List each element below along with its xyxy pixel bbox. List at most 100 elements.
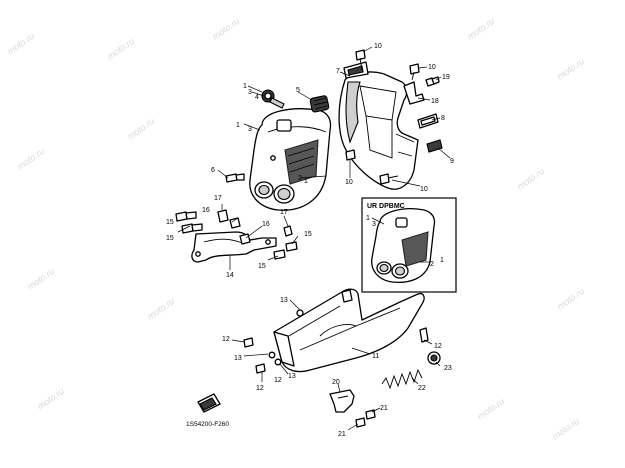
callout-21: 21 <box>380 405 388 412</box>
bracket-part-18 <box>403 81 425 105</box>
callout-2: 2 <box>298 175 302 182</box>
callout-10: 10 <box>374 43 382 50</box>
bolt-part-6 <box>225 173 245 183</box>
callout-19: 19 <box>442 74 450 81</box>
watermark-text: moto.ru <box>25 266 56 292</box>
watermark-text: moto.ru <box>555 56 586 82</box>
callout-2: 2 <box>430 261 434 268</box>
bolt-part-19 <box>425 76 440 87</box>
callout-17: 17 <box>280 209 288 216</box>
callout-21: 21 <box>338 431 346 438</box>
callout-15: 15 <box>166 235 174 242</box>
callout-10: 10 <box>420 186 428 193</box>
watermark-text: moto.ru <box>515 166 546 192</box>
callout-12: 12 <box>434 343 442 350</box>
watermark-text: moto.ru <box>555 286 586 312</box>
watermark-text: moto.ru <box>5 31 36 57</box>
callout-3: 3 <box>372 221 376 228</box>
collar-part-16 <box>239 233 251 245</box>
callout-7: 7 <box>336 68 340 75</box>
callout-8: 8 <box>441 115 445 122</box>
grille-part-5 <box>309 95 330 113</box>
watermark-text: moto.ru <box>210 16 241 42</box>
callout-5: 5 <box>296 87 300 94</box>
callout-3: 3 <box>248 89 252 96</box>
callout-1: 1 <box>440 257 444 264</box>
screw-part-21 <box>365 409 376 420</box>
watermark-text: moto.ru <box>15 146 46 172</box>
bolt-part-10 <box>345 149 356 161</box>
front-arrow-icon <box>197 393 221 413</box>
emblem-part-4 <box>261 89 285 109</box>
watermark-text: moto.ru <box>550 416 581 442</box>
pad-part-9 <box>426 139 443 153</box>
stay-bracket-part-14 <box>191 231 277 263</box>
callout-9: 9 <box>450 158 454 165</box>
screw-part-13 <box>296 309 304 317</box>
callout-15: 15 <box>166 219 174 226</box>
watermark-text: moto.ru <box>35 386 66 412</box>
callout-15: 15 <box>304 231 312 238</box>
screw-part-13 <box>268 351 276 359</box>
callout-1: 1 <box>236 122 240 129</box>
leader-lines <box>177 46 451 431</box>
callout-3: 3 <box>248 126 252 133</box>
watermark-text: moto.ru <box>145 296 176 322</box>
variant-inset-box: UR DPBMC <box>361 197 457 293</box>
seal-part-8 <box>417 113 439 129</box>
callout-16: 16 <box>202 207 210 214</box>
callout-12: 12 <box>274 377 282 384</box>
callout-1: 1 <box>304 178 308 185</box>
callout-16: 16 <box>262 221 270 228</box>
watermark-text: moto.ru <box>105 36 136 62</box>
callout-10: 10 <box>428 64 436 71</box>
screw-part-13 <box>274 358 282 366</box>
bolt-part-15 <box>285 241 298 252</box>
knob-part-23 <box>427 351 441 365</box>
bolt-part-10 <box>355 49 366 71</box>
spring-part-22 <box>381 368 423 390</box>
watermark-text: moto.ru <box>475 396 506 422</box>
callout-18: 18 <box>431 98 439 105</box>
callout-14: 14 <box>226 272 234 279</box>
callout-22: 22 <box>418 385 426 392</box>
callout-23: 23 <box>444 365 452 372</box>
collar-part-17 <box>283 225 293 237</box>
screw-part-12 <box>255 363 266 374</box>
callout-13: 13 <box>234 355 242 362</box>
callout-17: 17 <box>214 195 222 202</box>
inset-title: UR DPBMC <box>367 203 405 210</box>
callout-1: 1 <box>366 215 370 222</box>
bolt-part-15 <box>175 211 197 222</box>
callout-20: 20 <box>332 379 340 386</box>
screw-part-12 <box>243 337 254 348</box>
screw-part-12 <box>419 327 429 343</box>
under-cover-part-11 <box>273 288 425 373</box>
callout-4: 4 <box>255 94 259 101</box>
diagram-code: 1S54200-F260 <box>186 421 229 428</box>
callout-12: 12 <box>222 336 230 343</box>
callout-labels: 1 3 4 5 7 10 10 19 18 8 9 10 10 1 3 2 1 … <box>166 43 454 438</box>
bolt-part-15 <box>181 223 203 234</box>
inner-panel-part <box>338 61 419 190</box>
collar-part-17 <box>217 209 229 223</box>
bolt-part-15 <box>273 249 286 260</box>
watermark-text: moto.ru <box>125 116 156 142</box>
callout-13: 13 <box>280 297 288 304</box>
callout-11: 11 <box>372 353 379 360</box>
front-cover-part <box>249 108 332 211</box>
bolt-part-10 <box>409 63 420 81</box>
callout-12: 12 <box>256 385 264 392</box>
callout-1: 1 <box>243 83 247 90</box>
watermark-text: moto.ru <box>465 16 496 42</box>
bolt-part-10 <box>379 173 399 185</box>
screw-part-21 <box>355 417 366 428</box>
callout-13: 13 <box>288 373 296 380</box>
callout-10: 10 <box>345 179 353 186</box>
collar-part-16 <box>229 217 241 229</box>
hook-part-20 <box>329 389 355 413</box>
callout-15: 15 <box>258 263 266 270</box>
callout-6: 6 <box>211 167 215 174</box>
